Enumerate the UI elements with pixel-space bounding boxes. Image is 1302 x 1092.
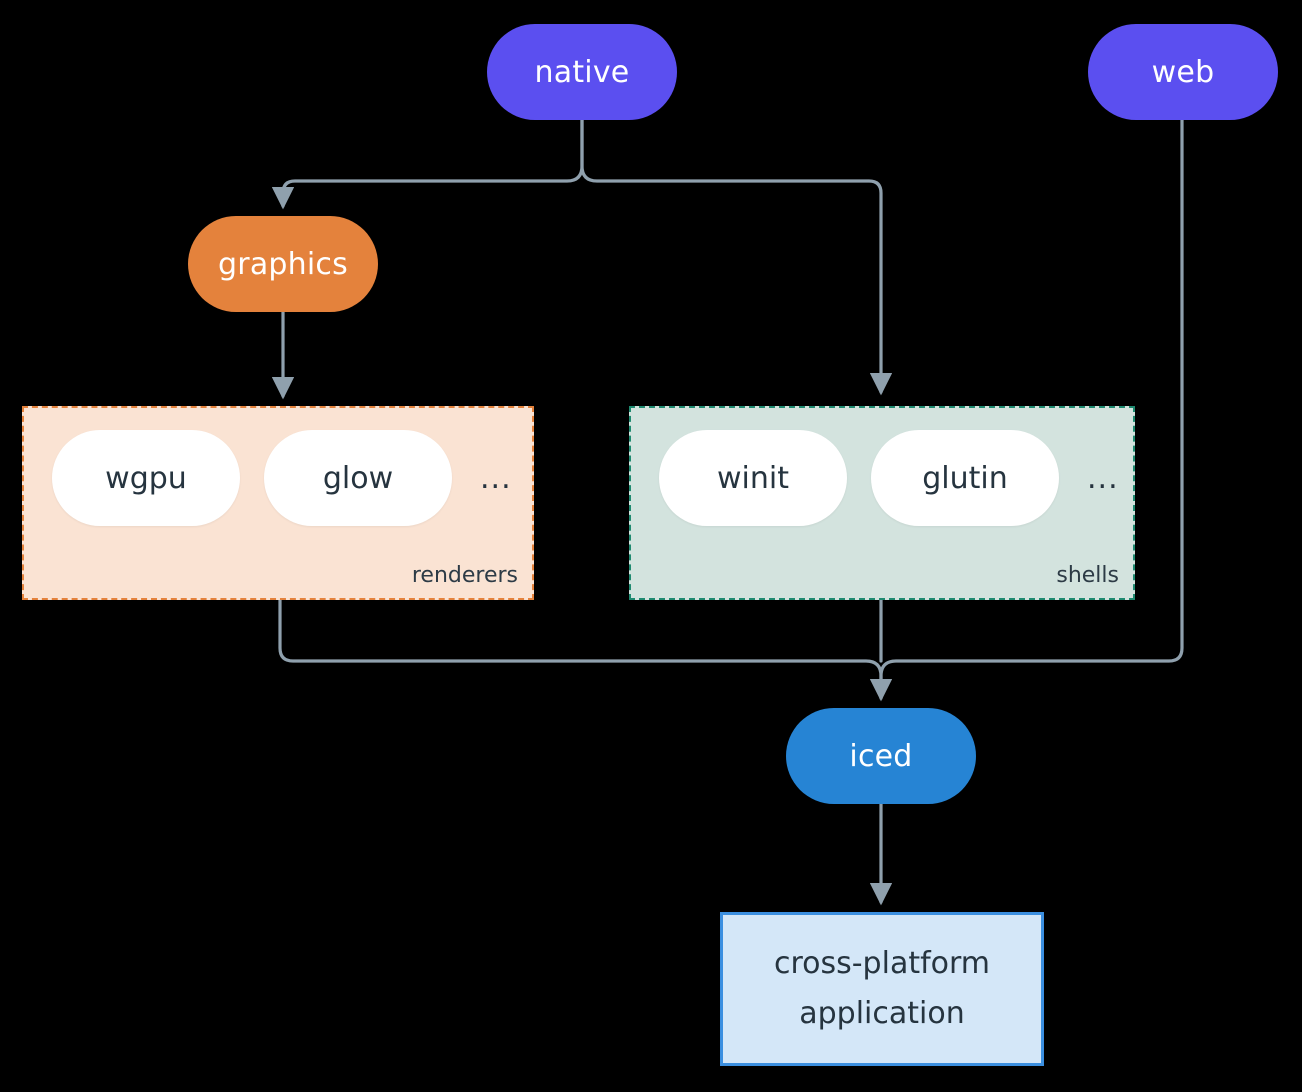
shells-item-row: winit glutin ... [631,430,1133,526]
group-shells-label: shells [1056,563,1119,588]
application-label-line2: application [799,996,965,1031]
node-web[interactable]: web [1088,24,1278,120]
edge-renderers-to-iced [278,598,893,702]
group-renderers: wgpu glow ... renderers [22,406,534,600]
node-glow[interactable]: glow [264,430,452,526]
group-renderers-label: renderers [411,563,518,588]
node-winit[interactable]: winit [659,430,847,526]
edge-native-to-graphics [271,118,584,210]
renderers-more-ellipsis: ... [480,460,512,496]
application-label-line1: cross-platform [773,945,991,981]
node-glutin-label: glutin [922,460,1008,496]
node-wgpu-label: wgpu [105,460,187,496]
node-glow-label: glow [322,460,394,496]
node-wgpu[interactable]: wgpu [52,430,240,526]
node-web-label: web [1151,54,1215,90]
node-glutin[interactable]: glutin [871,430,1059,526]
group-shells: winit glutin ... shells [629,406,1135,600]
node-native-label: native [534,54,630,90]
node-iced-label: iced [849,738,913,774]
renderers-item-row: wgpu glow ... [24,430,532,526]
node-iced[interactable]: iced [786,708,976,804]
node-graphics[interactable]: graphics [188,216,378,312]
node-graphics-label: graphics [218,246,348,282]
node-cross-platform-application[interactable]: cross-platform application [720,912,1044,1066]
edge-native-to-shells [580,118,893,396]
shells-more-ellipsis: ... [1087,460,1119,496]
node-native[interactable]: native [487,24,677,120]
node-winit-label: winit [717,460,789,496]
